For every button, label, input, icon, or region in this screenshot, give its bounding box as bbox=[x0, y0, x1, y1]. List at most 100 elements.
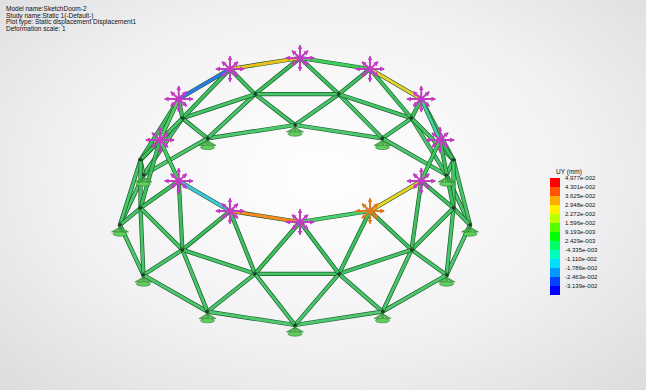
strut-outline bbox=[421, 99, 440, 140]
fixture-symbol bbox=[438, 177, 455, 186]
strut bbox=[179, 69, 230, 99]
joint bbox=[410, 248, 413, 251]
joint bbox=[368, 209, 371, 212]
strut bbox=[141, 208, 144, 275]
strut bbox=[182, 211, 230, 250]
joint bbox=[181, 248, 184, 251]
strut-outline bbox=[255, 222, 300, 274]
header-line: Model name:SketchDoom-2 bbox=[6, 6, 136, 13]
fixture-base bbox=[136, 282, 150, 286]
load-hub bbox=[438, 138, 443, 143]
load-arrows bbox=[286, 45, 314, 70]
legend-value: 2.429e-003 bbox=[565, 237, 595, 246]
strut bbox=[255, 94, 295, 125]
strut bbox=[182, 118, 207, 138]
strut-outline bbox=[370, 69, 421, 99]
strut-outline bbox=[182, 250, 255, 274]
strut-outline bbox=[295, 312, 383, 325]
fixture-cone bbox=[447, 277, 456, 282]
joint bbox=[337, 272, 340, 275]
strut bbox=[295, 94, 339, 125]
fixture-symbol bbox=[135, 177, 152, 186]
strut-outline bbox=[421, 140, 440, 181]
fixture-symbol bbox=[374, 140, 391, 149]
joint bbox=[420, 97, 423, 100]
load-arrows bbox=[407, 86, 435, 111]
strut bbox=[120, 160, 141, 225]
legend-swatch bbox=[550, 214, 560, 223]
strut bbox=[141, 99, 179, 160]
strut bbox=[255, 222, 300, 274]
strut-outline bbox=[208, 312, 296, 325]
legend-value: 2.948e-002 bbox=[565, 201, 595, 210]
load-hub bbox=[419, 97, 424, 102]
fixture-cone bbox=[208, 140, 217, 145]
legend-swatch bbox=[550, 196, 560, 205]
strut-outline bbox=[179, 181, 183, 250]
load-arrows bbox=[356, 56, 384, 81]
legend-swatch bbox=[550, 277, 560, 286]
load-arrows bbox=[165, 168, 193, 193]
legend-value: -4.335e-003 bbox=[565, 246, 597, 255]
strut-outline bbox=[230, 211, 255, 274]
strut bbox=[370, 181, 421, 211]
joint bbox=[420, 179, 423, 182]
legend-swatch bbox=[550, 205, 560, 214]
strut-outline bbox=[412, 250, 447, 275]
strut bbox=[179, 181, 230, 211]
strut-outline bbox=[255, 272, 339, 276]
strut bbox=[383, 118, 412, 138]
strut bbox=[255, 274, 295, 325]
load-hub bbox=[176, 97, 181, 102]
load-arrows bbox=[286, 209, 314, 234]
legend-swatch bbox=[550, 232, 560, 241]
strut bbox=[447, 208, 454, 275]
strut-outline bbox=[208, 274, 256, 312]
fixture-cone bbox=[143, 277, 152, 282]
fixture-base bbox=[201, 145, 215, 149]
joint bbox=[438, 138, 441, 141]
joint bbox=[228, 67, 231, 70]
strut-outline bbox=[370, 181, 421, 211]
strut bbox=[295, 312, 383, 325]
fixture-cone bbox=[295, 327, 304, 332]
strut-outline bbox=[141, 208, 183, 250]
strut-outline bbox=[255, 274, 295, 325]
strut bbox=[300, 222, 339, 274]
fixture-cone bbox=[383, 140, 392, 145]
strut bbox=[421, 140, 440, 181]
load-hub bbox=[298, 220, 303, 225]
strut bbox=[300, 211, 370, 222]
fixture-cone bbox=[470, 227, 479, 232]
legend-swatch bbox=[550, 178, 560, 187]
load-hub bbox=[228, 209, 233, 214]
joint bbox=[253, 93, 256, 96]
load-arrows bbox=[407, 168, 435, 193]
strut bbox=[412, 250, 447, 275]
load-arrows bbox=[216, 198, 244, 223]
strut-outline bbox=[143, 250, 182, 275]
strut-outline bbox=[300, 58, 370, 69]
fixture-symbol bbox=[287, 327, 304, 336]
legend-swatch bbox=[550, 241, 560, 250]
strut bbox=[143, 250, 182, 275]
fixture-base bbox=[440, 182, 454, 186]
fixture-base bbox=[376, 318, 390, 322]
legend-value: 9.193e-003 bbox=[565, 228, 595, 237]
load-arrows bbox=[216, 56, 244, 81]
strut bbox=[412, 181, 422, 250]
strut bbox=[230, 69, 255, 94]
legend-value: -3.139e-002 bbox=[565, 282, 597, 291]
strut bbox=[160, 99, 179, 140]
joint bbox=[253, 272, 256, 275]
legend-value: -2.463e-002 bbox=[565, 273, 597, 282]
legend-value: -1.110e-002 bbox=[565, 255, 597, 264]
legend-value: 3.625e-002 bbox=[565, 192, 595, 201]
strut bbox=[295, 274, 339, 325]
load-arrows bbox=[146, 127, 174, 152]
strut bbox=[182, 250, 207, 312]
strut bbox=[300, 58, 370, 69]
strut bbox=[141, 208, 183, 250]
load-hub bbox=[158, 138, 163, 143]
strut bbox=[370, 211, 412, 250]
